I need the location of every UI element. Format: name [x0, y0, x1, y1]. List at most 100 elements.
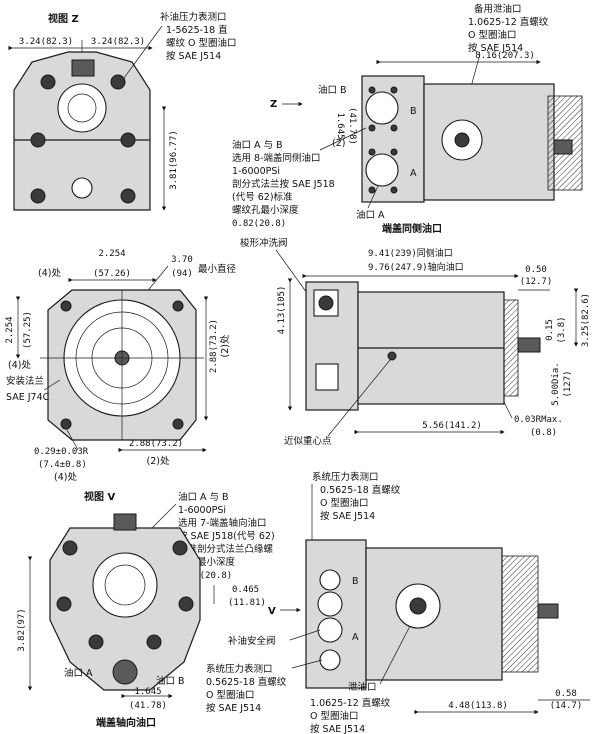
view-v-title: 视图 V — [84, 490, 115, 503]
view-z-bolt-hole — [120, 188, 136, 204]
side-label-a: A — [410, 168, 417, 179]
flange-four2: (4)处 — [8, 359, 31, 371]
flange-dim-v2: (57.25) — [23, 311, 33, 349]
view-v-caption: 端盖轴向油口 — [96, 716, 156, 729]
flange-four1: (4)处 — [38, 267, 61, 279]
axial-gauge-l1: 0.5625-18 直螺纹 — [320, 484, 401, 496]
view-z-dim-h: 3.81(96.77) — [169, 130, 179, 190]
axial-dim-058b: (14.7) — [550, 701, 583, 711]
flange-dim-a: 2.254 — [98, 249, 125, 259]
elev-dim-l1: 9.41(239)同侧油口 — [368, 247, 453, 259]
view-v-port-a — [112, 659, 138, 685]
view-v-port-b-label: 油口 B — [156, 675, 185, 687]
side-caption: 端盖同侧油口 — [382, 222, 442, 235]
flange-two-b: (2)处 — [147, 455, 170, 467]
axial-label-b: B — [352, 576, 359, 587]
view-z: 视图 Z 3.24(82.3) 3.24(82.3) 3.81(96.77) 补… — [8, 11, 237, 211]
axial-flange — [501, 555, 539, 673]
cg-marker — [387, 351, 397, 361]
axial-gauge-l3: 按 SAE J514 — [320, 510, 375, 522]
spare-drain-l3: 按 SAE J514 — [468, 42, 523, 54]
axial-port-b — [317, 591, 343, 617]
axial-label-a: A — [352, 632, 359, 643]
view-z-gauge-title: 补油压力表测口 — [160, 11, 227, 23]
flange-dim-r: 2.88(73.2) — [209, 319, 219, 373]
side-dim-small2: (41.78) — [347, 107, 357, 145]
flange-dim-d2: (94) — [171, 269, 193, 279]
elev-flange — [503, 299, 519, 397]
elev-dim-050b: (12.7) — [520, 277, 553, 287]
axial-port-a — [317, 617, 343, 643]
v-arrow-label: V — [268, 606, 276, 617]
side-port-b-label: 油口 B — [318, 84, 347, 96]
spare-drain-title: 备用泄油口 — [474, 3, 522, 15]
view-z-center-bore — [57, 83, 107, 133]
axial-gauge2-l3: 按 SAE J514 — [206, 702, 261, 714]
flange-rad-l2: (7.4±0.8) — [38, 460, 87, 470]
view-v-center — [92, 552, 158, 618]
view-axial: 系统压力表测口 0.5625-18 直螺纹 O 型圈油口 按 SAE J514 … — [206, 471, 590, 734]
view-z-title: 视图 Z — [48, 12, 79, 25]
flange-dim-b: 2.88(73.2) — [129, 439, 183, 449]
z-arrow-label: Z — [270, 99, 277, 110]
view-v-ports-l3: 选用 7-端盖轴向油口 — [178, 517, 267, 529]
view-v-dim-465: 0.465 — [232, 585, 259, 595]
elev-dim-l2: 9.76(247.9)轴向油口 — [368, 261, 464, 273]
elev-dim-500b: (127) — [563, 370, 573, 397]
side-label-b: B — [410, 106, 417, 117]
view-side-ports: 备用泄油口 1.0625-12 直螺纹 O 型圈油口 按 SAE J514 8.… — [232, 3, 583, 235]
elev-dim-500: 5.00Dia. — [551, 362, 561, 405]
view-v-dim-1645b: (41.78) — [129, 701, 167, 711]
view-z-bolt-hole — [40, 74, 56, 90]
axial-gauge2-title: 系统压力表测口 — [206, 663, 273, 675]
side-end-cap — [361, 75, 425, 203]
flange-dim-a2: (57.26) — [93, 269, 131, 279]
axial-safety-valve: 补油安全阀 — [228, 635, 276, 647]
side-dim-small1: 1.645 — [335, 112, 345, 139]
elev-dim-003b: (0.8) — [530, 428, 557, 438]
spare-drain-l2: O 型圈油口 — [468, 29, 517, 41]
axial-drain-title: 泄油口 — [348, 681, 377, 693]
side-ports-l7: 0.82(20.8) — [232, 219, 286, 229]
flush-valve-label: 梭形冲洗阀 — [240, 237, 288, 249]
axial-drain-l1: 1.0625-12 直螺纹 — [310, 697, 391, 709]
view-z-boss — [71, 59, 95, 77]
side-ports-l2: 选用 8-端盖同侧油口 — [232, 152, 321, 164]
view-z-gauge-l3: 按 SAE J514 — [166, 50, 221, 62]
elev-shaft — [517, 337, 541, 353]
axial-dim-058: 0.58 — [555, 689, 577, 699]
view-z-dim-w1: 3.24(82.3) — [19, 37, 73, 47]
axial-dim-448: 4.48(113.8) — [448, 701, 508, 711]
view-v-ports-l4: 按 SAE J518(代号 62) — [178, 530, 275, 542]
side-ports-l3: 1-6000PSi — [232, 166, 280, 177]
view-z-bolt-hole — [30, 188, 46, 204]
side-port-b — [365, 91, 399, 125]
flange-rad-l3: (4)处 — [54, 471, 77, 483]
view-z-gauge-l2: 螺纹 O 型圈油口 — [166, 37, 237, 49]
elev-dim-556: 5.56(141.2) — [422, 421, 482, 431]
view-z-dim-w2: 3.24(82.3) — [91, 37, 145, 47]
cg-label: 近似重心点 — [284, 435, 332, 447]
view-v-dim-1645: 1.645 — [134, 687, 161, 697]
spare-drain-l1: 1.0625-12 直螺纹 — [468, 16, 549, 28]
view-elevation: 梭形冲洗阀 9.41(239)同侧油口 9.76(247.9)轴向油口 近似重心… — [240, 237, 591, 447]
elev-dim-050: 0.50 — [525, 265, 547, 275]
view-v-ports-l1: 油口 A 与 B — [178, 491, 229, 503]
view-v: 视图 V 油口 A 与 B 1-6000PSi 选用 7-端盖轴向油口 按 SA… — [17, 490, 275, 729]
view-z-bolt-hole — [120, 132, 136, 148]
flange-dim-v: 2.254 — [5, 316, 15, 343]
view-v-ports-l2: 1-6000PSi — [178, 505, 226, 516]
axial-gauge-title: 系统压力表测口 — [312, 471, 379, 483]
elev-dim-325: 3.25(82.6) — [581, 293, 591, 347]
view-v-ports-l5: 标准剖分式法兰凸缘螺 — [178, 543, 274, 555]
side-ports-l4: 剖分式法兰按 SAE J518 — [232, 178, 335, 190]
side-dim-w: 8.16(207.3) — [475, 51, 535, 61]
view-v-dim-465b: (11.81) — [228, 598, 266, 608]
side-port-a — [365, 153, 399, 187]
axial-gauge2-l1: 0.5625-18 直螺纹 — [206, 676, 287, 688]
view-v-port-a-label: 油口 A — [64, 667, 93, 679]
elev-dim-015b: (3.8) — [557, 316, 567, 343]
flange-name-l2: SAE J74C — [6, 392, 50, 403]
